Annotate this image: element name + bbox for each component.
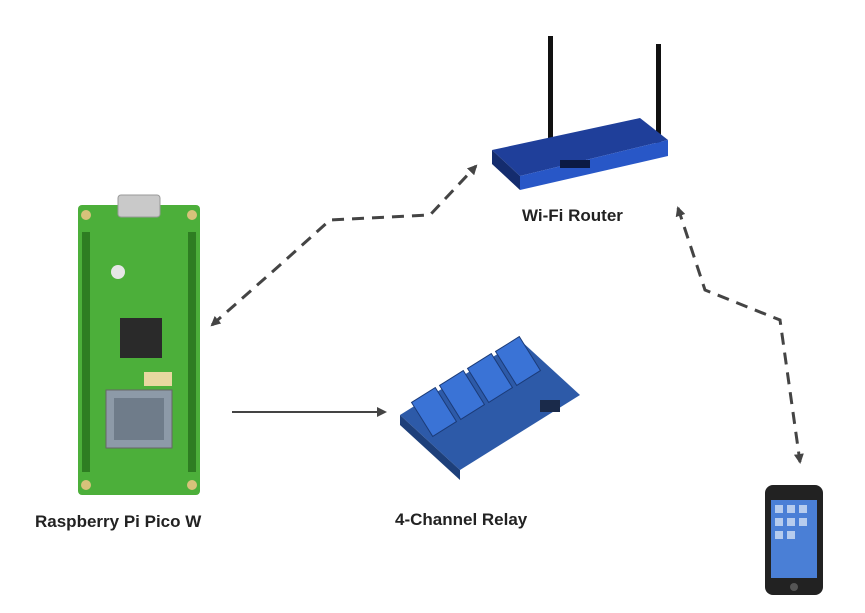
smartphone-icon (765, 485, 823, 595)
relay-label: 4-Channel Relay (395, 510, 528, 529)
pico-label: Raspberry Pi Pico W (35, 512, 202, 531)
router-phone-connection (675, 206, 804, 464)
router-icon (492, 36, 668, 190)
pico-router-connection (210, 164, 478, 327)
pico-board-icon (78, 194, 200, 495)
router-label: Wi-Fi Router (522, 206, 623, 225)
relay-module-icon (400, 335, 580, 480)
